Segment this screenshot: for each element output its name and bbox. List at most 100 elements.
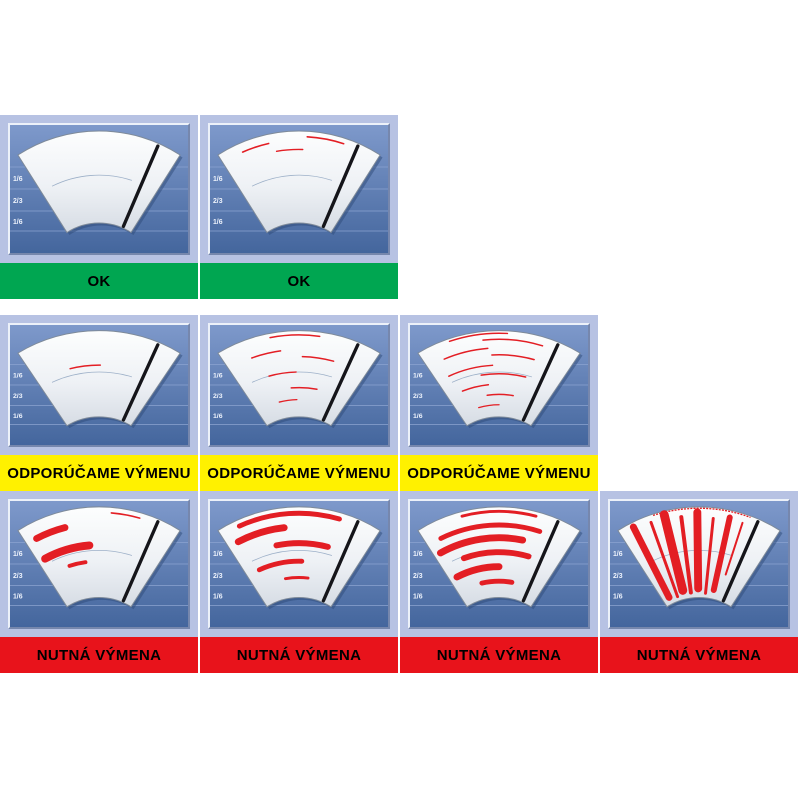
red-streak xyxy=(110,512,141,519)
wiper-fan-svg: 1/62/31/6 xyxy=(10,325,188,445)
wiper-blade-line xyxy=(321,520,360,603)
faint-wear-arc xyxy=(251,549,333,562)
wiper-sweep-area xyxy=(17,330,181,427)
red-streak xyxy=(460,509,538,518)
wiper-sweep-area xyxy=(17,130,181,234)
scale-label: 1/6 xyxy=(613,551,623,558)
red-streak xyxy=(448,364,494,377)
wiper-sweep-area xyxy=(217,130,381,234)
red-streak xyxy=(234,524,288,546)
wiper-fan-svg: 1/62/31/6 xyxy=(210,501,388,627)
red-streak xyxy=(290,386,318,390)
wiper-blade-line xyxy=(521,520,560,603)
status-label: ODPORÚČAME VÝMENU xyxy=(0,455,198,491)
wiper-blade-line xyxy=(321,343,360,422)
scale-label: 2/3 xyxy=(13,198,23,205)
red-streak xyxy=(448,332,509,343)
scale-label: 1/6 xyxy=(13,413,23,420)
status-label: NUTNÁ VÝMENA xyxy=(600,637,798,673)
wiper-fan-svg: 1/62/31/6 xyxy=(210,125,388,253)
red-streak xyxy=(482,338,544,347)
scale-label: 1/6 xyxy=(213,593,223,600)
scale-label: 2/3 xyxy=(413,393,423,400)
scale-label: 2/3 xyxy=(13,573,23,580)
red-streak xyxy=(486,393,514,397)
wiper-blade-line xyxy=(121,343,160,422)
red-streak xyxy=(69,364,102,370)
scale-label: 1/6 xyxy=(213,551,223,558)
red-streak xyxy=(479,578,515,586)
red-streak xyxy=(268,371,297,377)
scale-label: 2/3 xyxy=(613,573,623,580)
faint-wear-arc xyxy=(251,174,333,187)
faint-wear-arc xyxy=(51,549,133,562)
red-streak xyxy=(278,398,298,403)
scale-label: 1/6 xyxy=(213,413,223,420)
status-label: OK xyxy=(0,263,198,299)
status-label: NUTNÁ VÝMENA xyxy=(200,637,398,673)
red-streak xyxy=(460,549,532,562)
wiper-panel: 1/6 2/3 1/6 xyxy=(208,323,390,447)
scale-label: 2/3 xyxy=(213,198,223,205)
red-streak xyxy=(461,383,490,392)
red-streak-vertical xyxy=(724,521,744,576)
wiper-blade-line xyxy=(321,144,360,229)
red-streak-vertical xyxy=(679,515,693,595)
scale-label: 1/6 xyxy=(13,551,23,558)
scale-label: 1/6 xyxy=(13,373,23,380)
wiper-blade-line xyxy=(121,520,160,603)
red-streak xyxy=(491,354,535,361)
wiper-blade-line xyxy=(521,343,560,422)
red-streak xyxy=(236,510,342,529)
scale-label: 1/6 xyxy=(413,373,423,380)
status-label: ODPORÚČAME VÝMENU xyxy=(200,455,398,491)
red-streak-vertical xyxy=(649,520,680,599)
wiper-blade-line xyxy=(121,144,160,229)
wiper-cell: 1/6 2/3 1/6 xyxy=(200,315,398,455)
red-streak xyxy=(241,142,270,153)
red-streak xyxy=(478,404,500,409)
wiper-fan-svg: 1/62/31/6 xyxy=(410,325,588,445)
wiper-sweep-area xyxy=(217,330,381,427)
red-streak xyxy=(443,347,489,360)
faint-wear-arc xyxy=(451,371,533,383)
red-streak xyxy=(33,524,69,542)
wiper-panel: 1/6 2/3 1/6 xyxy=(8,499,190,629)
top-red-marking xyxy=(652,507,751,519)
scale-label: 1/6 xyxy=(413,593,423,600)
faint-wear-arc xyxy=(51,174,133,187)
red-streak xyxy=(436,534,527,557)
scale-label: 1/6 xyxy=(13,593,23,600)
red-streak xyxy=(67,560,88,568)
scale-label: 2/3 xyxy=(213,393,223,400)
scale-label: 1/6 xyxy=(213,219,223,226)
red-streak xyxy=(283,576,310,581)
red-streak xyxy=(273,540,331,550)
red-streak-vertical xyxy=(704,517,715,595)
status-label: NUTNÁ VÝMENA xyxy=(0,637,198,673)
red-streak xyxy=(480,373,527,378)
scale-label: 1/6 xyxy=(213,373,223,380)
